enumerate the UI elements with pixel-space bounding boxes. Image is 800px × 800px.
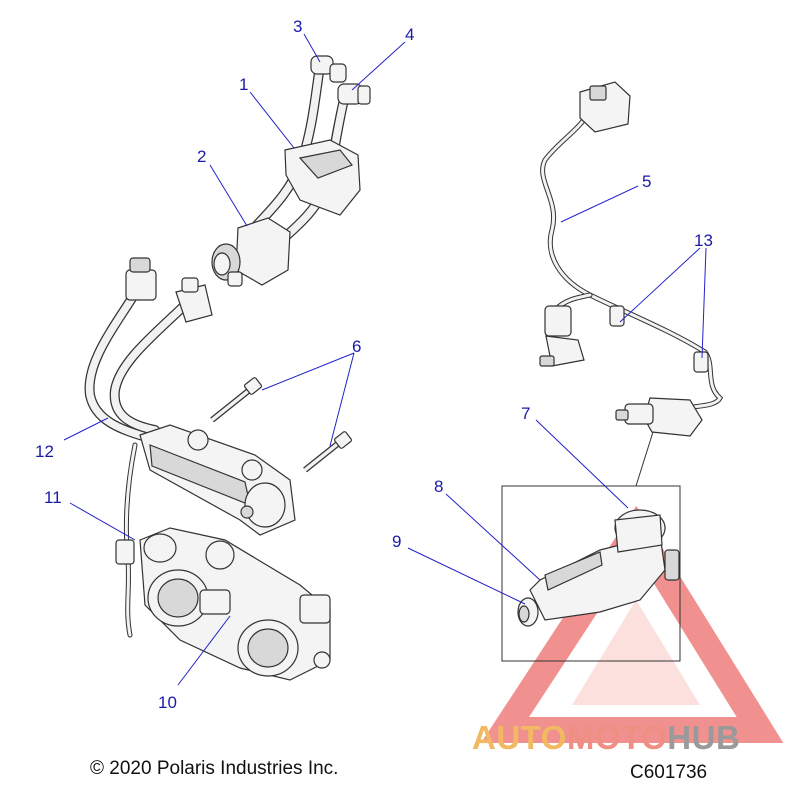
figure-code: C601736: [630, 762, 708, 783]
callout-1: 1: [239, 75, 248, 94]
callout-13: 13: [694, 231, 713, 250]
callout-12: 12: [35, 442, 54, 461]
callout-3: 3: [293, 17, 302, 36]
fuel-rail-assembly: [84, 257, 296, 638]
watermark-triangle-logo: [480, 505, 784, 743]
copyright-text: © 2020 Polaris Industries Inc.: [90, 758, 339, 779]
callout-10: 10: [158, 693, 177, 712]
callout-4: 4: [405, 25, 414, 44]
callout-6: 6: [352, 337, 361, 356]
callout-labels: 1 2 3 4 5 6 7 8 9 10 11 12 13: [35, 17, 713, 712]
watermark-moto: MOTO: [566, 719, 668, 756]
upper-hose-assembly: [211, 55, 371, 287]
callout-7: 7: [521, 404, 530, 423]
callout-11: 11: [44, 488, 62, 507]
injector-harness: [539, 81, 724, 437]
watermark-auto: AUTO: [472, 719, 567, 756]
watermark-brand-text: AUTOMOTOHUB: [472, 719, 740, 757]
callout-2: 2: [197, 147, 206, 166]
callout-5: 5: [642, 172, 651, 191]
throttle-body: [139, 527, 331, 681]
callout-8: 8: [434, 477, 443, 496]
leader-lines: [63, 33, 707, 686]
bolts: [210, 377, 353, 473]
callout-9: 9: [392, 532, 401, 551]
watermark-hub: HUB: [667, 719, 741, 756]
injector-detail-box: [501, 431, 681, 662]
